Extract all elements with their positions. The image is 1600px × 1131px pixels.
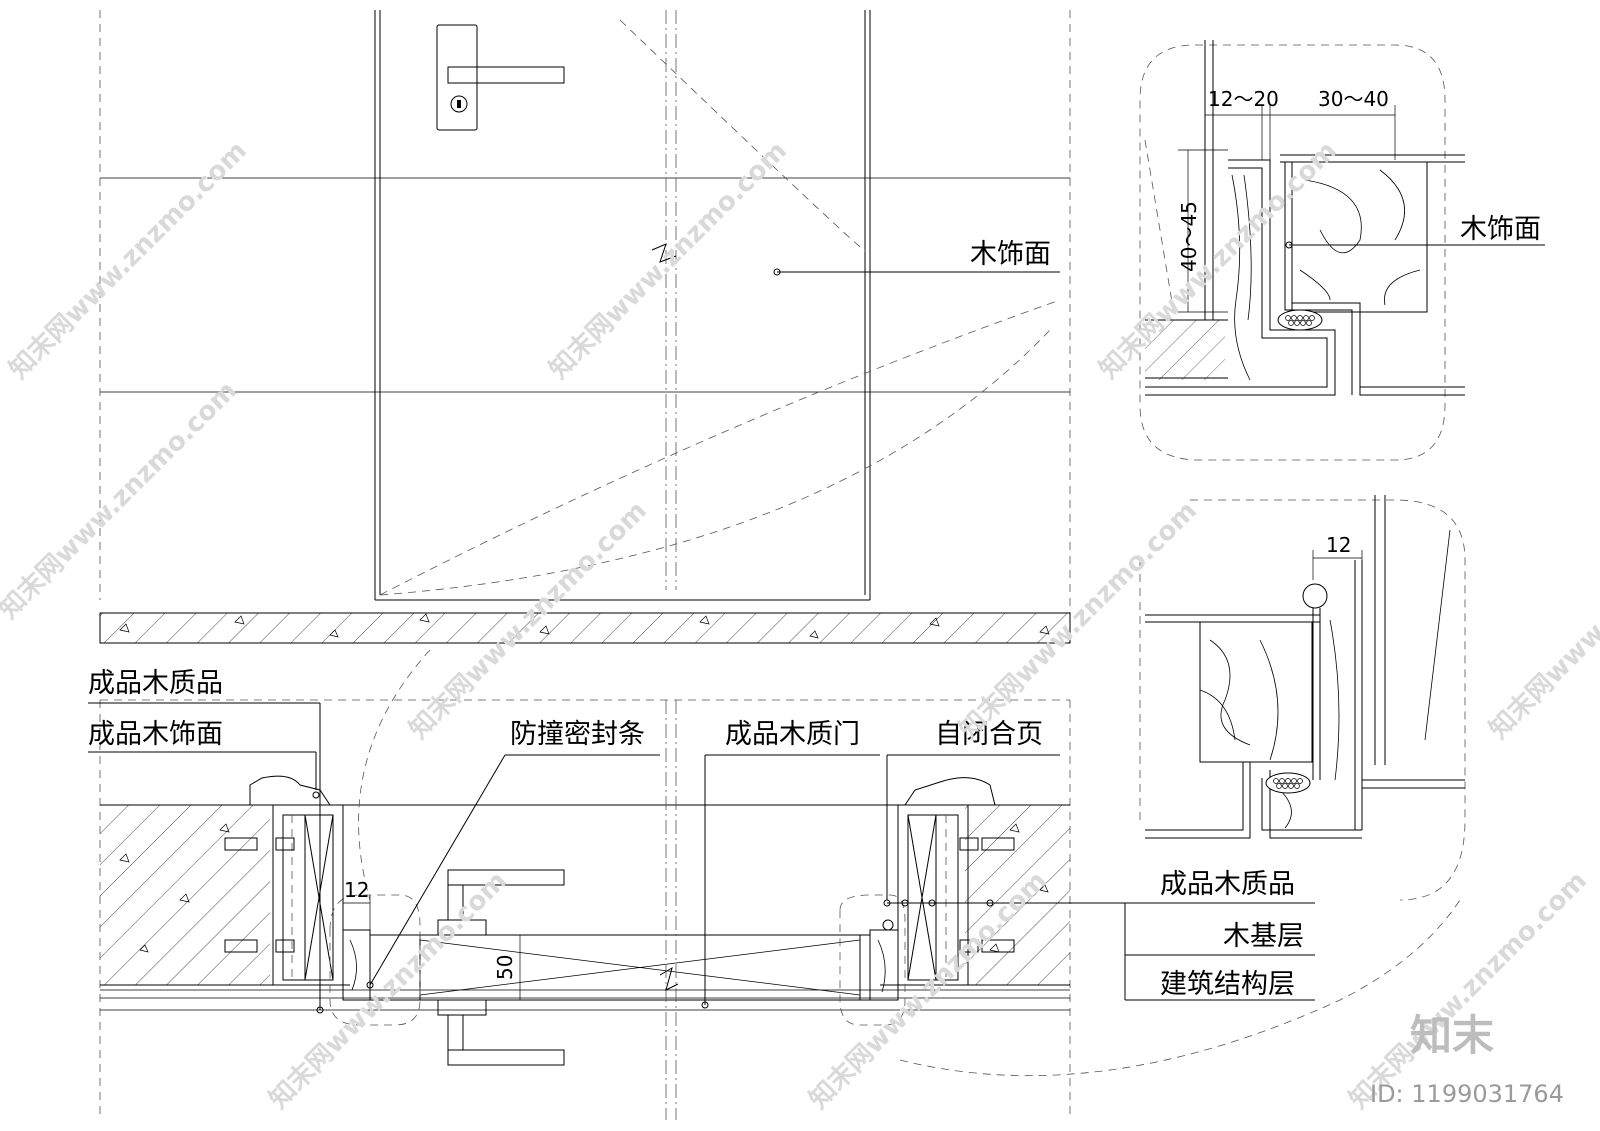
dim-12-20: 12～20 xyxy=(1208,87,1279,111)
detail-b-hinge-section xyxy=(1139,495,1466,901)
image-id: ID: 1199031764 xyxy=(1370,1080,1564,1108)
watermark-text: 知末网www.znzmo.com xyxy=(1484,496,1600,745)
label-wood-finish-elevation: 木饰面 xyxy=(970,239,1051,270)
door-elevation xyxy=(99,10,1071,644)
dim-30-40: 30～40 xyxy=(1318,87,1389,111)
dim-40-45: 40～45 xyxy=(1177,201,1201,272)
watermark-text: 知末网www.znzmo.com xyxy=(544,136,793,385)
label-self-closing-hinge: 自闭合页 xyxy=(935,719,1043,750)
label-wood-finish-detail: 木饰面 xyxy=(1460,214,1541,245)
label-building-structure-layer: 建筑结构层 xyxy=(1160,969,1295,1000)
label-wood-base-layer: 木基层 xyxy=(1223,921,1304,952)
label-anti-collision-seal: 防撞密封条 xyxy=(510,719,645,750)
watermark-text: 知末网www.znzmo.com xyxy=(4,136,253,385)
door-plan-section xyxy=(88,649,1461,1120)
watermark-text: 知末网www.znzmo.com xyxy=(1344,866,1593,1115)
watermark-text: 知末网www.znzmo.com xyxy=(0,376,243,625)
label-finished-wood-product-2: 成品木质品 xyxy=(1160,869,1295,900)
watermark-text: 知末网www.znzmo.com xyxy=(264,866,513,1115)
label-finished-wood-finish: 成品木饰面 xyxy=(88,719,223,750)
dim-12-plan: 12 xyxy=(344,878,369,902)
detail-a-jamb-section xyxy=(1139,40,1545,461)
brand-logo: 知末 xyxy=(1410,1011,1494,1060)
dim-50: 50 xyxy=(493,955,517,980)
label-finished-wood-product-1: 成品木质品 xyxy=(88,668,223,699)
label-finished-wood-door: 成品木质门 xyxy=(725,719,860,750)
dim-12-hinge: 12 xyxy=(1326,533,1351,557)
